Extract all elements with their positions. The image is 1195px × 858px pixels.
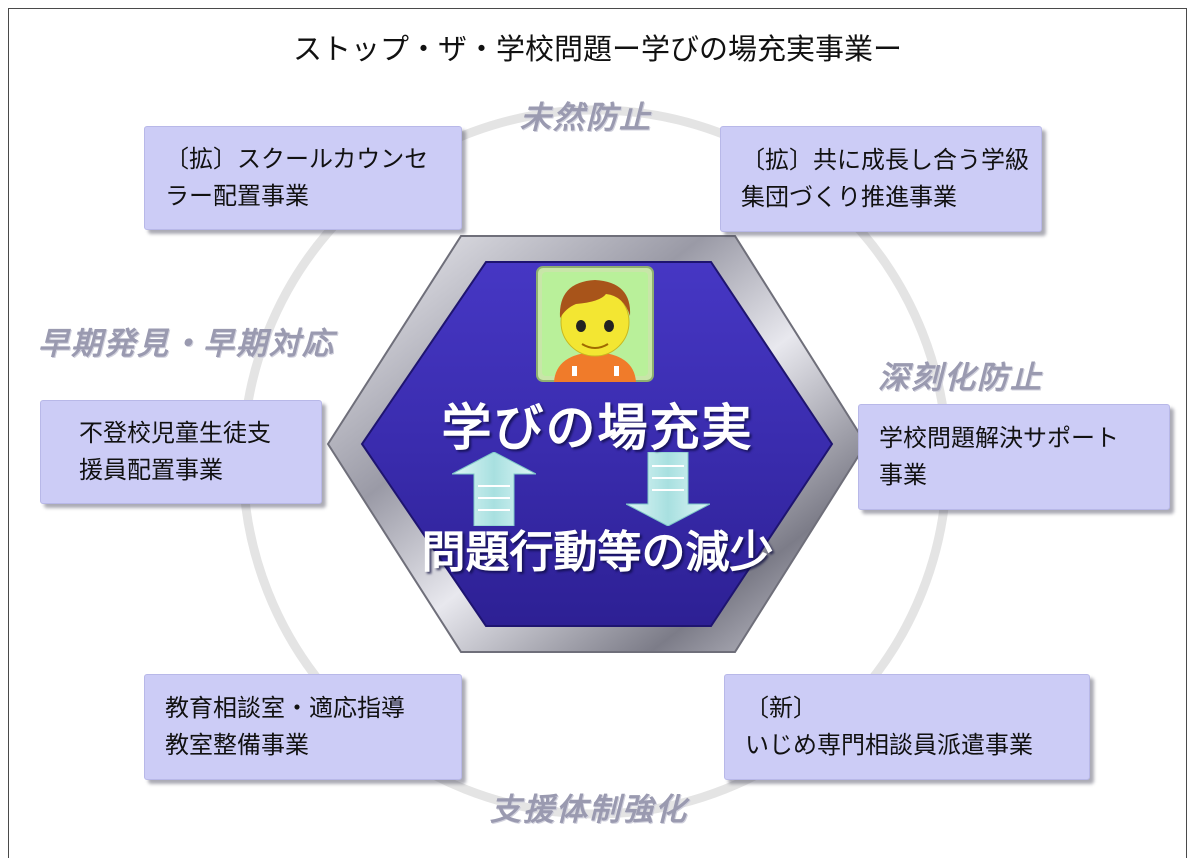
child-face-icon: [536, 266, 654, 382]
category-label-left: 早期発見・早期対応: [38, 326, 335, 362]
box-line: 集団づくり推進事業: [741, 183, 957, 211]
box-line: 不登校児童生徒支: [79, 419, 271, 447]
box-problem-solving-support: 学校問題解決サポート 事業: [858, 404, 1170, 510]
box-line: 〔新〕: [745, 694, 817, 722]
box-line: 教育相談室・適応指導: [165, 694, 405, 722]
category-label-bottom: 支援体制強化: [490, 792, 688, 828]
box-line: 援員配置事業: [79, 456, 223, 484]
box-class-group-building: 〔拡〕共に成長し合う学級 集団づくり推進事業: [720, 126, 1042, 232]
diagram-title: ストップ・ザ・学校問題ー学びの場充実事業ー: [292, 32, 902, 66]
box-line: いじめ専門相談員派遣事業: [745, 731, 1033, 759]
diagram-frame: [8, 8, 1187, 858]
category-label-right: 深刻化防止: [878, 360, 1043, 396]
box-line: 事業: [879, 461, 927, 489]
box-counseling-room: 教育相談室・適応指導 教室整備事業: [144, 674, 462, 780]
box-school-counselor: 〔拡〕スクールカウンセ ラー配置事業: [144, 126, 462, 230]
box-attendance-support: 不登校児童生徒支 援員配置事業: [40, 400, 322, 504]
box-line: 学校問題解決サポート: [879, 424, 1119, 452]
down-arrow-icon: [626, 452, 710, 526]
box-line: 教室整備事業: [165, 731, 309, 759]
center-text-upper: 学びの場充実: [441, 399, 754, 457]
box-line: 〔拡〕スクールカウンセ: [165, 145, 429, 173]
box-line: ラー配置事業: [165, 182, 309, 210]
box-line: 〔拡〕共に成長し合う学級: [741, 146, 1029, 174]
box-bullying-counselor: 〔新〕 いじめ専門相談員派遣事業: [724, 674, 1090, 780]
category-label-top: 未然防止: [520, 100, 652, 136]
center-text-lower: 問題行動等の減少: [421, 527, 774, 578]
up-arrow-icon: [452, 452, 536, 526]
